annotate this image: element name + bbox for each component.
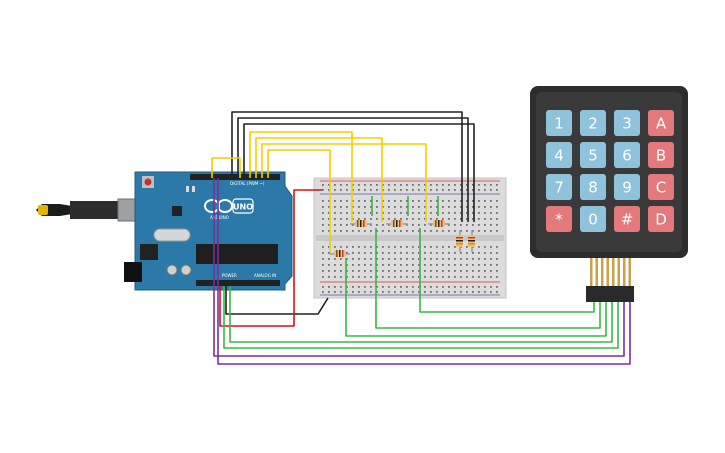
smd-part [186, 186, 189, 192]
keypad-key-6[interactable]: 6 [614, 142, 640, 168]
keypad-4x4[interactable]: 1 2 3 A 4 5 6 B 7 8 9 C * 0 # D [530, 86, 688, 258]
wire-green-2[interactable] [375, 228, 601, 329]
icsp-header [172, 206, 182, 216]
wire-green-4[interactable] [229, 286, 613, 343]
wire-yellow-1[interactable] [249, 131, 353, 222]
wire-red-1[interactable] [219, 189, 322, 327]
keypad-key-label: C [656, 179, 666, 197]
keypad-key-5[interactable]: 5 [580, 142, 606, 168]
board-logo-text: UNO [233, 203, 253, 212]
breadboard[interactable] [313, 177, 507, 299]
wire-yellow-2[interactable] [255, 137, 383, 222]
wire-black-4[interactable] [225, 286, 329, 315]
wire-yellow-5[interactable] [211, 157, 241, 178]
board-brand-text: ARDUINO [210, 215, 229, 220]
wire-purple-1[interactable] [217, 178, 631, 365]
keypad-key-label: 4 [554, 147, 564, 165]
keypad-key-4[interactable]: 4 [546, 142, 572, 168]
analog-header-label: ANALOG IN [254, 273, 276, 278]
resistor-3[interactable] [428, 220, 450, 227]
keypad-key-9[interactable]: 9 [614, 174, 640, 200]
keypad-key-D[interactable]: D [648, 206, 674, 232]
arduino-uno-board[interactable]: UNO ARDUINO DIGITAL (PWM ~) ANALOG IN PO… [124, 171, 293, 291]
keypad-connector[interactable] [586, 258, 634, 302]
resistor-6[interactable] [468, 230, 475, 252]
reset-button-cap[interactable] [144, 178, 152, 186]
keypad-key-hash[interactable]: # [614, 206, 640, 232]
wire-black-3[interactable] [243, 123, 475, 222]
keypad-key-label: D [655, 211, 667, 229]
resistor-5[interactable] [456, 230, 463, 252]
smd-part [192, 186, 195, 192]
power-jack[interactable] [124, 262, 142, 282]
wire-black-1[interactable] [231, 111, 463, 222]
keypad-key-label: 9 [622, 179, 632, 197]
resistor-4[interactable] [330, 250, 350, 257]
capacitor-1 [166, 264, 178, 276]
crystal [153, 228, 191, 242]
digital-header[interactable] [190, 174, 280, 180]
keypad-key-label: 8 [588, 179, 598, 197]
digital-header-label: DIGITAL (PWM ~) [230, 181, 265, 186]
keypad-key-label: 6 [622, 147, 632, 165]
keypad-key-7[interactable]: 7 [546, 174, 572, 200]
keypad-key-2[interactable]: 2 [580, 110, 606, 136]
resistor-1[interactable] [350, 220, 372, 227]
keypad-key-label: 7 [554, 179, 564, 197]
usb-cable[interactable] [36, 198, 141, 222]
wire-green-3[interactable] [419, 228, 595, 313]
wire-purple-2[interactable] [213, 178, 625, 357]
power-analog-header[interactable] [196, 280, 280, 286]
power-header-label: POWER [222, 273, 237, 278]
wire-yellow-4[interactable] [267, 149, 331, 252]
keypad-key-star[interactable]: * [546, 206, 572, 232]
keypad-key-0[interactable]: 0 [580, 206, 606, 232]
keypad-key-C[interactable]: C [648, 174, 674, 200]
voltage-regulator [140, 244, 158, 260]
keypad-key-label: 2 [588, 115, 598, 133]
keypad-key-label: * [555, 211, 563, 229]
keypad-key-label: 3 [622, 115, 632, 133]
atmega-chip [196, 244, 278, 264]
keypad-key-label: # [621, 211, 634, 229]
keypad-key-8[interactable]: 8 [580, 174, 606, 200]
wire-black-2[interactable] [237, 117, 469, 222]
keypad-key-label: 1 [554, 115, 564, 133]
wire-yellow-3[interactable] [261, 143, 427, 222]
wire-green-1[interactable] [345, 258, 607, 337]
keypad-key-3[interactable]: 3 [614, 110, 640, 136]
keypad-key-B[interactable]: B [648, 142, 674, 168]
breadboard-holes[interactable] [322, 184, 498, 293]
keypad-key-label: B [656, 147, 666, 165]
keypad-key-grid[interactable]: 1 2 3 A 4 5 6 B 7 8 9 C * 0 # D [546, 110, 674, 232]
keypad-key-label: 0 [588, 211, 598, 229]
keypad-pins [590, 258, 631, 288]
resistor-2[interactable] [386, 220, 408, 227]
wire-green-5[interactable] [223, 286, 619, 349]
keypad-key-1[interactable]: 1 [546, 110, 572, 136]
keypad-key-A[interactable]: A [648, 110, 674, 136]
keypad-key-label: A [656, 115, 667, 133]
capacitor-2 [180, 264, 192, 276]
keypad-key-label: 5 [588, 147, 598, 165]
